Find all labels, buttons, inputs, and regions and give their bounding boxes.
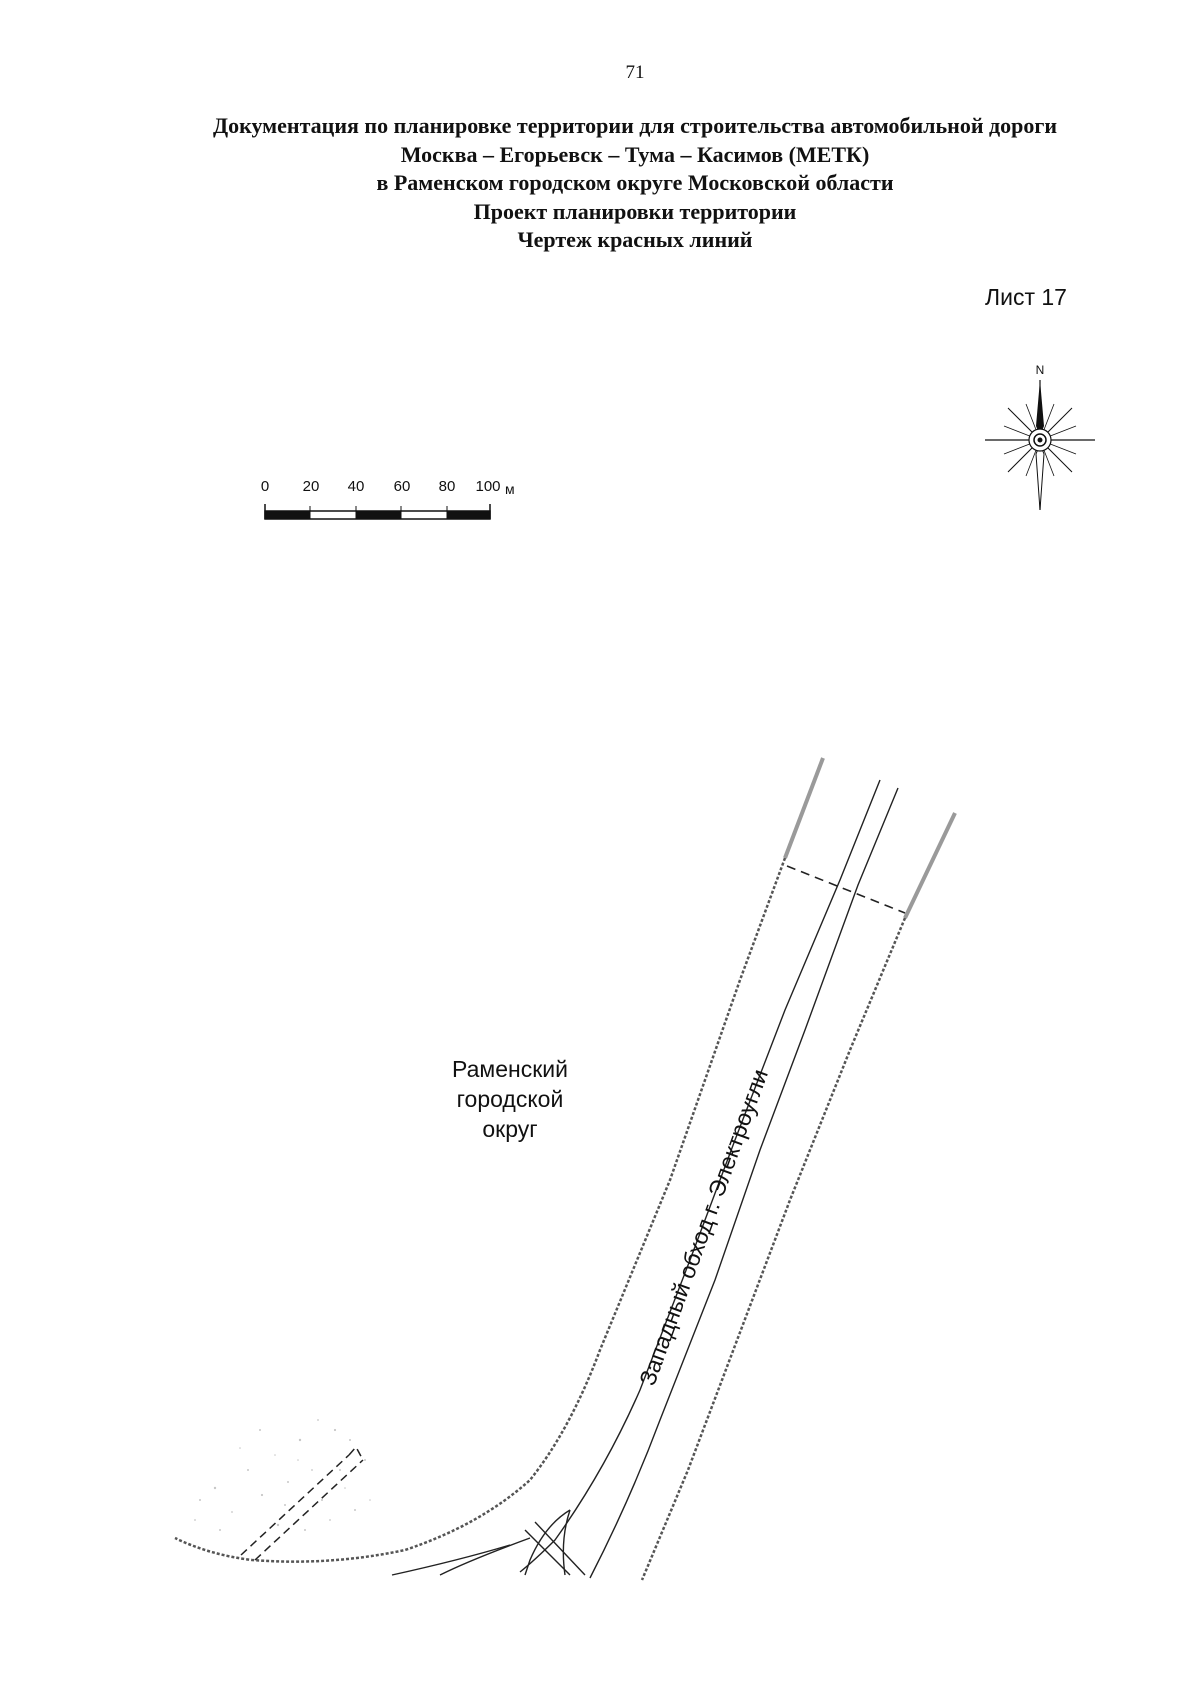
title-line-3: в Раменском городском округе Московской … bbox=[376, 170, 894, 195]
dashed-corridor bbox=[240, 1445, 364, 1561]
title-line-4: Проект планировки территории bbox=[473, 198, 797, 224]
scale-tick-label: 60 bbox=[393, 478, 411, 495]
title-line-2: Москва – Егорьевск – Тума – Касимов (МЕТ… bbox=[400, 141, 870, 167]
red-line-left-boundary bbox=[174, 757, 825, 1563]
scale-tick-label: 40 bbox=[347, 478, 365, 495]
compass-north-label: N bbox=[1036, 363, 1045, 377]
title-line-1: Документация по планировке территории дл… bbox=[212, 113, 1058, 138]
title-line-5: Чертеж красных линий bbox=[517, 227, 753, 252]
district-label-line-2: городской bbox=[457, 1086, 564, 1112]
scale-bar bbox=[264, 504, 491, 520]
scale-tick-label: 0 bbox=[260, 478, 270, 495]
district-label-line-3: округ bbox=[482, 1116, 537, 1142]
district-label-line-1: Раменский bbox=[452, 1056, 568, 1082]
scale-tick-label: 80 bbox=[438, 478, 456, 495]
dashed-section-line bbox=[786, 865, 906, 914]
scan-speckle-area bbox=[194, 1419, 371, 1531]
scale-tick-label: 100 bbox=[475, 478, 501, 495]
scale-tick-label: 20 bbox=[302, 478, 320, 495]
page-number: 71 bbox=[625, 62, 645, 83]
document-title: Документация по планировке территории дл… bbox=[150, 112, 1120, 255]
sheet-label: Лист 17 bbox=[985, 284, 1067, 310]
road-label: Западный обход г. Электроугли bbox=[634, 1066, 773, 1389]
scale-unit: м bbox=[505, 481, 515, 497]
road-axis-lines bbox=[391, 779, 899, 1579]
red-line-right-boundary bbox=[640, 812, 957, 1581]
compass-rose-icon bbox=[985, 380, 1095, 511]
